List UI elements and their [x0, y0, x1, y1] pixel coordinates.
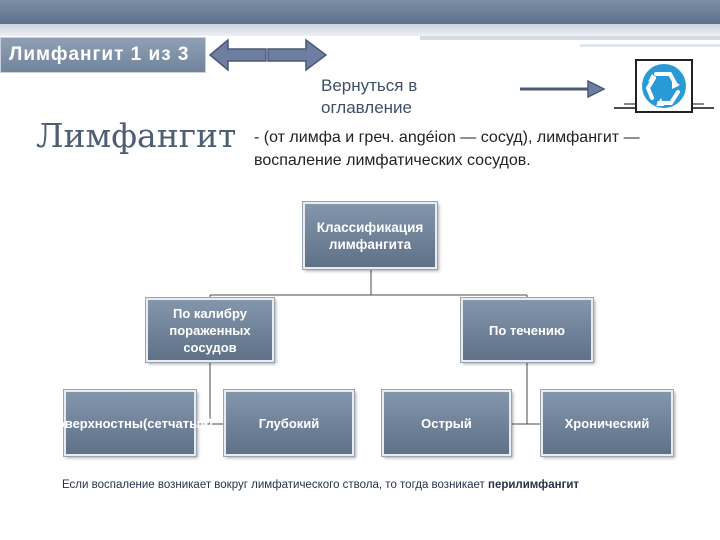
node-deep: Глубокий: [224, 390, 354, 456]
node-by-caliber: По калибру пораженных сосудов: [146, 298, 274, 362]
footnote-emphasis: перилимфангит: [488, 479, 580, 491]
next-arrow-icon[interactable]: [266, 38, 328, 72]
node-acute: Острый: [382, 390, 511, 456]
slide-counter-tab: Лимфангит 1 из 3: [0, 37, 206, 73]
page-title: Лимфангит: [36, 116, 237, 155]
node-by-course: По течению: [461, 298, 593, 362]
node-chronic: Хронический: [541, 390, 673, 456]
decor-stripe: [580, 44, 720, 47]
footnote: Если воспаление возникает вокруг лимфати…: [62, 479, 579, 491]
back-to-contents-link[interactable]: Вернуться в оглавление: [321, 76, 418, 117]
footnote-text: Если воспаление возникает вокруг лимфати…: [62, 479, 488, 491]
recycle-icon[interactable]: [614, 58, 714, 116]
decor-stripe: [420, 36, 720, 40]
return-arrow-icon[interactable]: [520, 78, 606, 100]
top-banner: [0, 0, 720, 24]
prev-arrow-icon[interactable]: [208, 38, 268, 72]
node-classification-root: Классификация лимфангита: [303, 202, 437, 269]
definition-text: - (от лимфа и греч. angéion — сосуд), ли…: [254, 129, 640, 169]
node-superficial: Поверхностны(сетчатый): [47, 390, 213, 456]
top-banner-shade: [0, 24, 720, 36]
